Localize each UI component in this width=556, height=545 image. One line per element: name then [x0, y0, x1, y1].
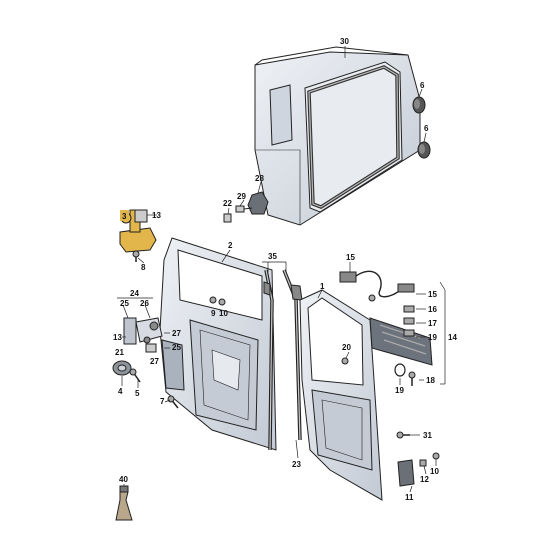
screw-8: [132, 250, 140, 262]
clip-10b: [432, 452, 440, 460]
callout-28: 28: [255, 174, 264, 183]
callout-9: 9: [211, 309, 216, 318]
grommet-19: [394, 363, 406, 377]
screw-20: [341, 357, 349, 365]
screw-5: [129, 368, 141, 383]
callout-2: 2: [228, 241, 233, 250]
callout-6-upper: 6: [420, 81, 425, 90]
callout-13: 13: [152, 211, 161, 220]
callout-23: 23: [292, 460, 301, 469]
callout-31: 31: [423, 431, 432, 440]
callout-labels: 30 6 6 28 29 22 3 13 8 2 35 15 1 24 25 2…: [113, 37, 457, 502]
door-seal-strips: [263, 269, 303, 451]
wiring-harness: [339, 270, 415, 302]
callout-27-upper: 27: [172, 329, 181, 338]
callout-40: 40: [119, 475, 128, 484]
callout-8: 8: [141, 263, 146, 272]
callout-3: 3: [122, 212, 127, 221]
striker-11: [397, 459, 415, 487]
leader-lines: [117, 46, 446, 493]
door-roller-4: [112, 360, 132, 376]
callout-7: 7: [160, 397, 165, 406]
bolt-12: [419, 459, 427, 467]
clip-9: [209, 296, 217, 304]
callout-1: 1: [320, 282, 325, 291]
callout-12: 12: [420, 475, 429, 484]
callout-22: 22: [223, 199, 232, 208]
callout-17: 17: [428, 319, 437, 328]
callout-15-top: 15: [346, 253, 355, 262]
callout-19-right: 19: [428, 333, 437, 342]
callout-26: 26: [140, 299, 149, 308]
callout-25-top: 25: [120, 299, 129, 308]
callout-3-highlight: [120, 210, 129, 221]
door-lock-assembly: [369, 305, 433, 366]
callout-19-lower: 19: [395, 386, 404, 395]
grease-tube-40: [115, 485, 133, 521]
rubber-bumper-lower: [417, 141, 431, 159]
callout-35: 35: [268, 252, 277, 261]
callout-14: 14: [448, 333, 457, 342]
sliding-door-right: [299, 289, 383, 501]
callout-20: 20: [342, 343, 351, 352]
callout-18: 18: [426, 376, 435, 385]
callout-6-lower: 6: [424, 124, 429, 133]
callout-16: 16: [428, 305, 437, 314]
door-buffer: [247, 191, 269, 215]
callout-13-left: 13: [113, 333, 122, 342]
callout-29: 29: [237, 192, 246, 201]
callout-24: 24: [130, 289, 139, 298]
callout-4: 4: [118, 387, 123, 396]
callout-15-right: 15: [428, 290, 437, 299]
rear-door-seal: [304, 61, 403, 213]
clip-10: [218, 298, 226, 306]
callout-5: 5: [135, 389, 140, 398]
callout-11: 11: [405, 493, 414, 502]
callout-27-lower: 27: [150, 357, 159, 366]
lower-hinge-assembly: [123, 317, 163, 353]
callout-21: 21: [115, 348, 124, 357]
callout-10-lower: 10: [430, 467, 439, 476]
callout-10: 10: [219, 309, 228, 318]
screw-18: [408, 371, 416, 386]
callout-30: 30: [340, 37, 349, 46]
rubber-bumper-upper: [412, 96, 426, 114]
hinge-plate-13: [134, 209, 148, 223]
screw-31: [396, 431, 410, 439]
nut-22: [223, 213, 232, 223]
sliding-door-left: [159, 237, 277, 451]
callout-25-lower: 25: [172, 343, 181, 352]
